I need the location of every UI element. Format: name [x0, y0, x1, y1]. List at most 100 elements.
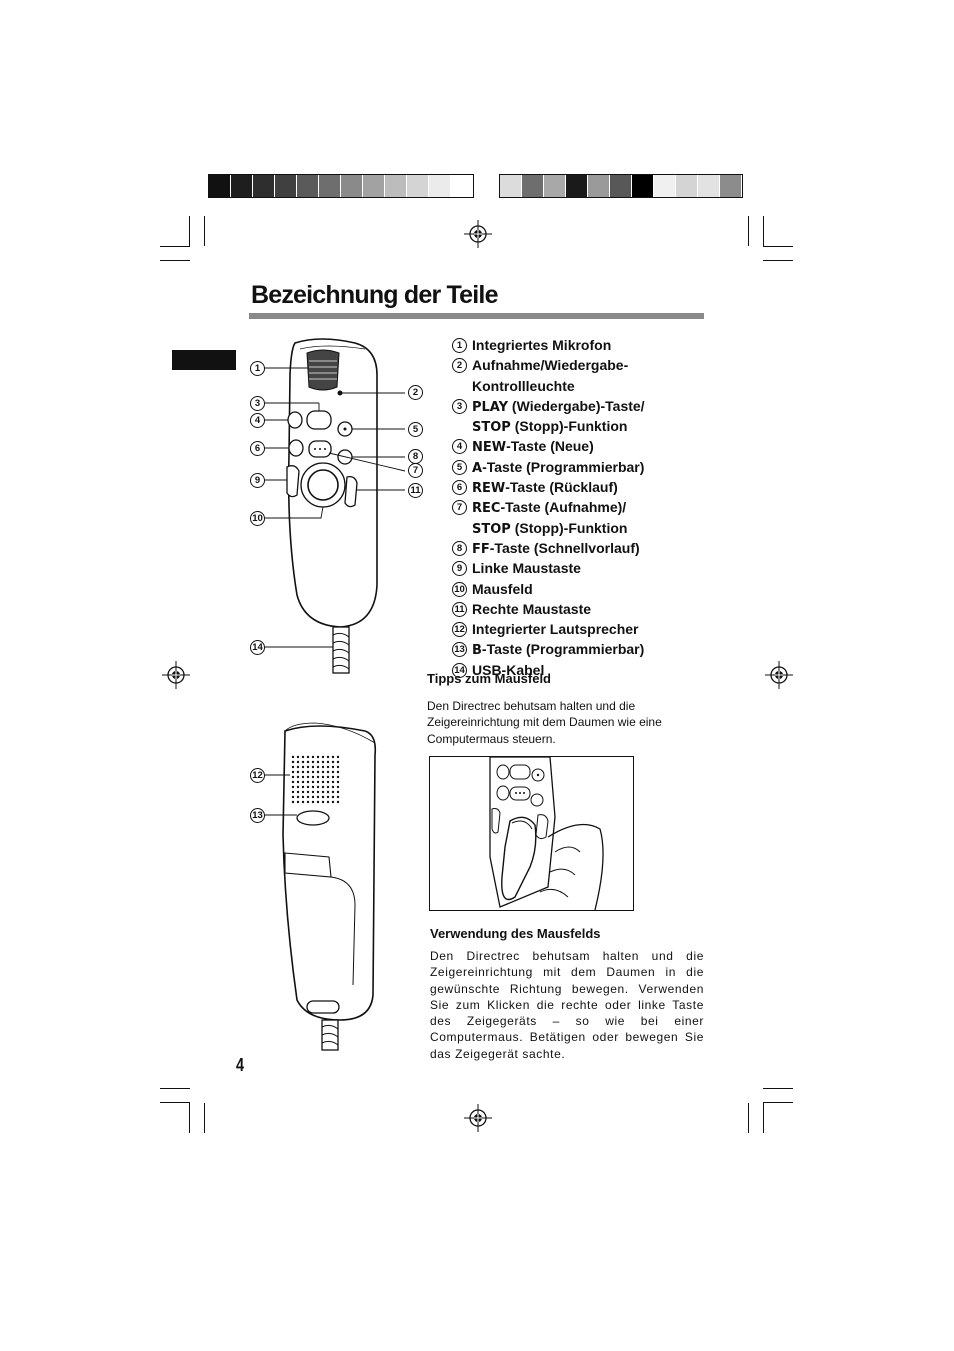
part-label: A-Taste (Programmierbar)	[472, 458, 644, 478]
title-underline	[249, 313, 704, 319]
part-keyword: PLAY	[472, 399, 509, 415]
part-label: REW-Taste (Rücklauf)	[472, 478, 618, 498]
part-label: NEW-Taste (Neue)	[472, 437, 594, 457]
part-item: 14 USB-Kabel	[452, 661, 712, 681]
callout-2: 2	[408, 385, 423, 400]
part-label: Aufnahme/Wiedergabe-	[472, 356, 628, 376]
part-number: 3	[452, 398, 467, 414]
tips-text: Den Directrec behutsam halten und die Ze…	[427, 699, 662, 746]
crop-mark	[204, 216, 205, 246]
part-text: Mausfeld	[472, 580, 533, 597]
color-swatch	[654, 175, 676, 197]
part-item: 10 Mausfeld	[452, 580, 712, 600]
crop-mark	[763, 216, 764, 246]
callout-8: 8	[408, 449, 423, 464]
color-swatch	[341, 175, 363, 197]
callout-6: 6	[250, 441, 265, 456]
usage-text: Den Directrec behutsam halten und die Ze…	[430, 949, 704, 1061]
part-number: 10	[452, 581, 467, 597]
part-keyword: B	[472, 643, 482, 659]
part-number: 1	[452, 338, 467, 353]
device-front-illustration	[265, 338, 406, 674]
callout-1: 1	[250, 361, 265, 376]
registration-mark-right	[765, 661, 793, 689]
part-label: USB-Kabel	[472, 661, 544, 681]
color-bar-right	[499, 174, 743, 198]
color-swatch	[385, 175, 407, 197]
callout-7: 7	[408, 463, 423, 478]
part-number: 11	[452, 601, 467, 617]
part-text: (Stopp)-Funktion	[510, 519, 628, 536]
crop-mark	[748, 216, 749, 246]
usage-heading: Verwendung des Mausfelds	[430, 926, 601, 941]
color-bar-left	[208, 174, 474, 198]
color-swatch	[610, 175, 632, 197]
color-swatch	[720, 175, 742, 197]
color-swatch	[297, 175, 319, 197]
crop-mark	[160, 1088, 190, 1089]
callout-12: 12	[250, 768, 265, 783]
part-item: 1 Integriertes Mikrofon	[452, 336, 712, 356]
registration-mark-bottom	[464, 1104, 492, 1132]
part-label: Integrierter Lautsprecher	[472, 620, 639, 640]
part-label: PLAY (Wiedergabe)-Taste/	[472, 397, 645, 417]
color-swatch	[209, 175, 231, 197]
part-number: 13	[452, 642, 467, 658]
crop-mark	[763, 246, 793, 247]
part-keyword: REC	[472, 501, 501, 517]
part-text: -Taste (Rücklauf)	[505, 479, 618, 496]
crop-mark	[204, 1103, 205, 1133]
part-number: 8	[452, 540, 467, 556]
part-label: B-Taste (Programmierbar)	[472, 640, 644, 660]
part-text: Linke Maustaste	[472, 560, 581, 577]
crop-mark	[763, 1088, 793, 1089]
part-keyword: A	[472, 460, 483, 476]
part-label: FF-Taste (Schnellvorlauf)	[472, 539, 640, 559]
part-text: Rechte Maustaste	[472, 600, 592, 617]
crop-mark	[160, 246, 190, 247]
part-item: 3 PLAY (Wiedergabe)-Taste/	[452, 397, 712, 417]
hand-illustration	[489, 757, 604, 910]
part-number: 14	[452, 662, 467, 678]
part-text: Kontrollleuchte	[472, 377, 575, 394]
part-text: USB-Kabel	[472, 661, 545, 678]
section-tab	[172, 350, 236, 370]
part-text: -Taste (Aufnahme)/	[500, 499, 627, 516]
part-number: 4	[452, 439, 467, 455]
part-item-continued: Kontrollleuchte	[452, 377, 712, 397]
part-item: 13 B-Taste (Programmierbar)	[452, 640, 712, 660]
part-label: Mausfeld	[472, 580, 533, 600]
part-label: Linke Maustaste	[472, 559, 581, 579]
part-text: -Taste (Neue)	[506, 438, 594, 455]
callout-14: 14	[250, 640, 265, 655]
part-label: Rechte Maustaste	[472, 600, 591, 620]
callout-4: 4	[250, 413, 265, 428]
part-text: Integrierter Lautsprecher	[472, 621, 639, 638]
part-text: Integriertes Mikrofon	[472, 337, 612, 353]
part-keyword: FF	[472, 541, 490, 557]
callout-3: 3	[250, 396, 265, 411]
part-number: 7	[452, 500, 467, 516]
crop-mark	[748, 1103, 749, 1133]
part-text: -Taste (Programmierbar)	[481, 641, 645, 658]
crop-mark	[160, 1102, 190, 1103]
registration-mark-top	[464, 220, 492, 248]
color-swatch	[429, 175, 451, 197]
part-label: REC-Taste (Aufnahme)/	[472, 498, 626, 518]
part-text: -Taste (Schnellvorlauf)	[489, 539, 640, 556]
part-item-continued: STOP (Stopp)-Funktion	[452, 519, 712, 539]
color-swatch	[231, 175, 253, 197]
callout-13: 13	[250, 808, 265, 823]
color-swatch	[698, 175, 720, 197]
callout-5: 5	[408, 422, 423, 437]
part-keyword: STOP	[472, 521, 511, 537]
crop-mark	[763, 1103, 764, 1133]
crop-mark	[189, 216, 190, 246]
crop-mark	[189, 1103, 190, 1133]
part-item: 7 REC-Taste (Aufnahme)/	[452, 498, 712, 518]
